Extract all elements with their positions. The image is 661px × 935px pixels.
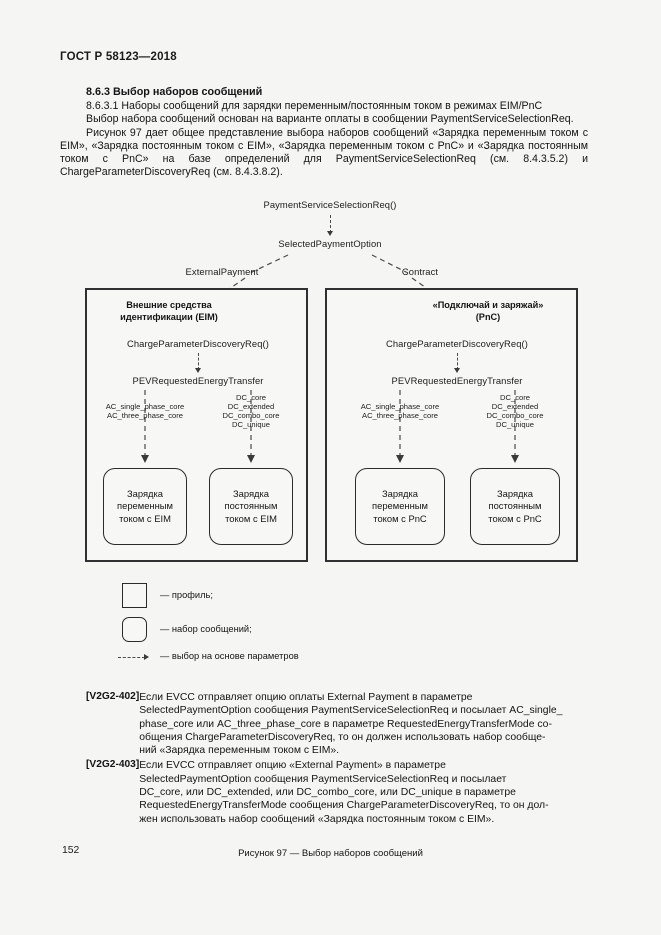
requirement-item: [V2G2-403] Если EVCC отправляет опцию «E… (60, 759, 590, 825)
requirements-list: [V2G2-402] Если EVCC отправляет опцию оп… (60, 691, 590, 828)
panel-eim-request-connector (198, 353, 199, 370)
figure-97: PaymentServiceSelectionReq() SelectedPay… (0, 185, 661, 859)
requirement-line: SelectedPaymentOption сообщения PaymentS… (139, 773, 507, 785)
section-title: 8.6.3 Выбор наборов сообщений (86, 86, 263, 98)
requirement-line: ний «Зарядка переменным током с EIM». (139, 745, 340, 757)
root-connector (330, 215, 331, 233)
figure-legend: — профиль; — набор сообщений; — выбор на… (0, 583, 661, 683)
standard-header: ГОСТ Р 58123—2018 (60, 51, 177, 63)
figure-caption: Рисунок 97 — Выбор наборов сообщений (238, 848, 423, 859)
legend-profile-text: — профиль; (160, 590, 213, 600)
page-number: 152 (62, 845, 80, 856)
requirement-item: [V2G2-402] Если EVCC отправляет опцию оп… (60, 691, 590, 757)
panel-pnc-request-connector (457, 353, 458, 370)
panel-pnc: «Подключай и заряжай» (PnC) ChargeParame… (325, 288, 578, 562)
requirement-id: [V2G2-402] (86, 691, 140, 702)
legend-messageset-shape (122, 617, 147, 642)
panel-eim-title-line1: Внешние средства (126, 300, 212, 310)
legend-messageset-text: — набор сообщений; (160, 624, 252, 634)
requirement-line: общения ChargeParameterDiscoveryReq, то … (139, 731, 546, 743)
branch-right-label: Contract (401, 266, 439, 277)
requirement-body: Если EVCC отправляет опцию оплаты Extern… (139, 691, 590, 757)
panel-eim-split (141, 390, 255, 463)
intro-paragraph-3: Рисунок 97 дает общее представление выбо… (60, 126, 588, 179)
intro-paragraph-1: 8.6.3.1 Наборы сообщений для зарядки пер… (86, 100, 543, 113)
branch-left-label: ExternalPayment (185, 266, 259, 277)
legend-profile-shape (122, 583, 147, 608)
panel-eim-title: Внешние средства идентификации (EIM) (99, 300, 239, 323)
panel-pnc-parameter: PEVRequestedEnergyTransfer (391, 375, 523, 386)
legend-dashed-arrow-head (144, 654, 149, 660)
requirement-id: [V2G2-403] (86, 759, 140, 771)
requirement-line: DC_core, или DC_extended, или DC_combo_c… (139, 787, 516, 799)
panel-pnc-request-arrowhead (454, 368, 460, 373)
requirement-body: Если EVCC отправляет опцию «External Pay… (139, 759, 590, 825)
legend-dashed-arrow-line (118, 657, 145, 658)
panel-pnc-title-line1: «Подключай и заряжай» (432, 300, 544, 310)
requirement-line: жен использовать набор сообщений «Зарядк… (139, 813, 495, 825)
requirement-line: phase_core или AC_three_phase_core в пар… (139, 718, 552, 730)
root-arrowhead (327, 231, 333, 236)
requirement-line: SelectedPaymentOption сообщения PaymentS… (139, 705, 563, 717)
panel-eim-parameter: PEVRequestedEnergyTransfer (132, 375, 264, 386)
legend-parameter-choice-text: — выбор на основе параметров (160, 651, 299, 661)
panel-eim-request-arrowhead (195, 368, 201, 373)
decision-label: SelectedPaymentOption (278, 238, 382, 249)
intro-paragraph-2: Выбор набора сообщений основан на вариан… (86, 113, 574, 126)
panel-eim-title-line2: идентификации (EIM) (120, 311, 218, 322)
panel-pnc-title: «Подключай и заряжай» (PnC) (408, 300, 568, 323)
panel-eim-request: ChargeParameterDiscoveryReq() (126, 338, 270, 349)
requirement-line: RequestedEnergyTransferMode сообщения Ch… (139, 800, 549, 812)
requirement-line: Если EVCC отправляет опцию «External Pay… (139, 760, 446, 772)
panel-pnc-split (396, 390, 519, 463)
panel-eim: Внешние средства идентификации (EIM) Cha… (85, 288, 308, 562)
requirement-line: Если EVCC отправляет опцию оплаты Extern… (139, 692, 473, 703)
panel-pnc-request: ChargeParameterDiscoveryReq() (385, 338, 529, 349)
panel-pnc-title-line2: (PnC) (475, 311, 501, 322)
intro-text-block: 8.6.3 Выбор наборов сообщений 8.6.3.1 На… (60, 86, 588, 179)
root-request-label: PaymentServiceSelectionReq() (263, 199, 397, 210)
